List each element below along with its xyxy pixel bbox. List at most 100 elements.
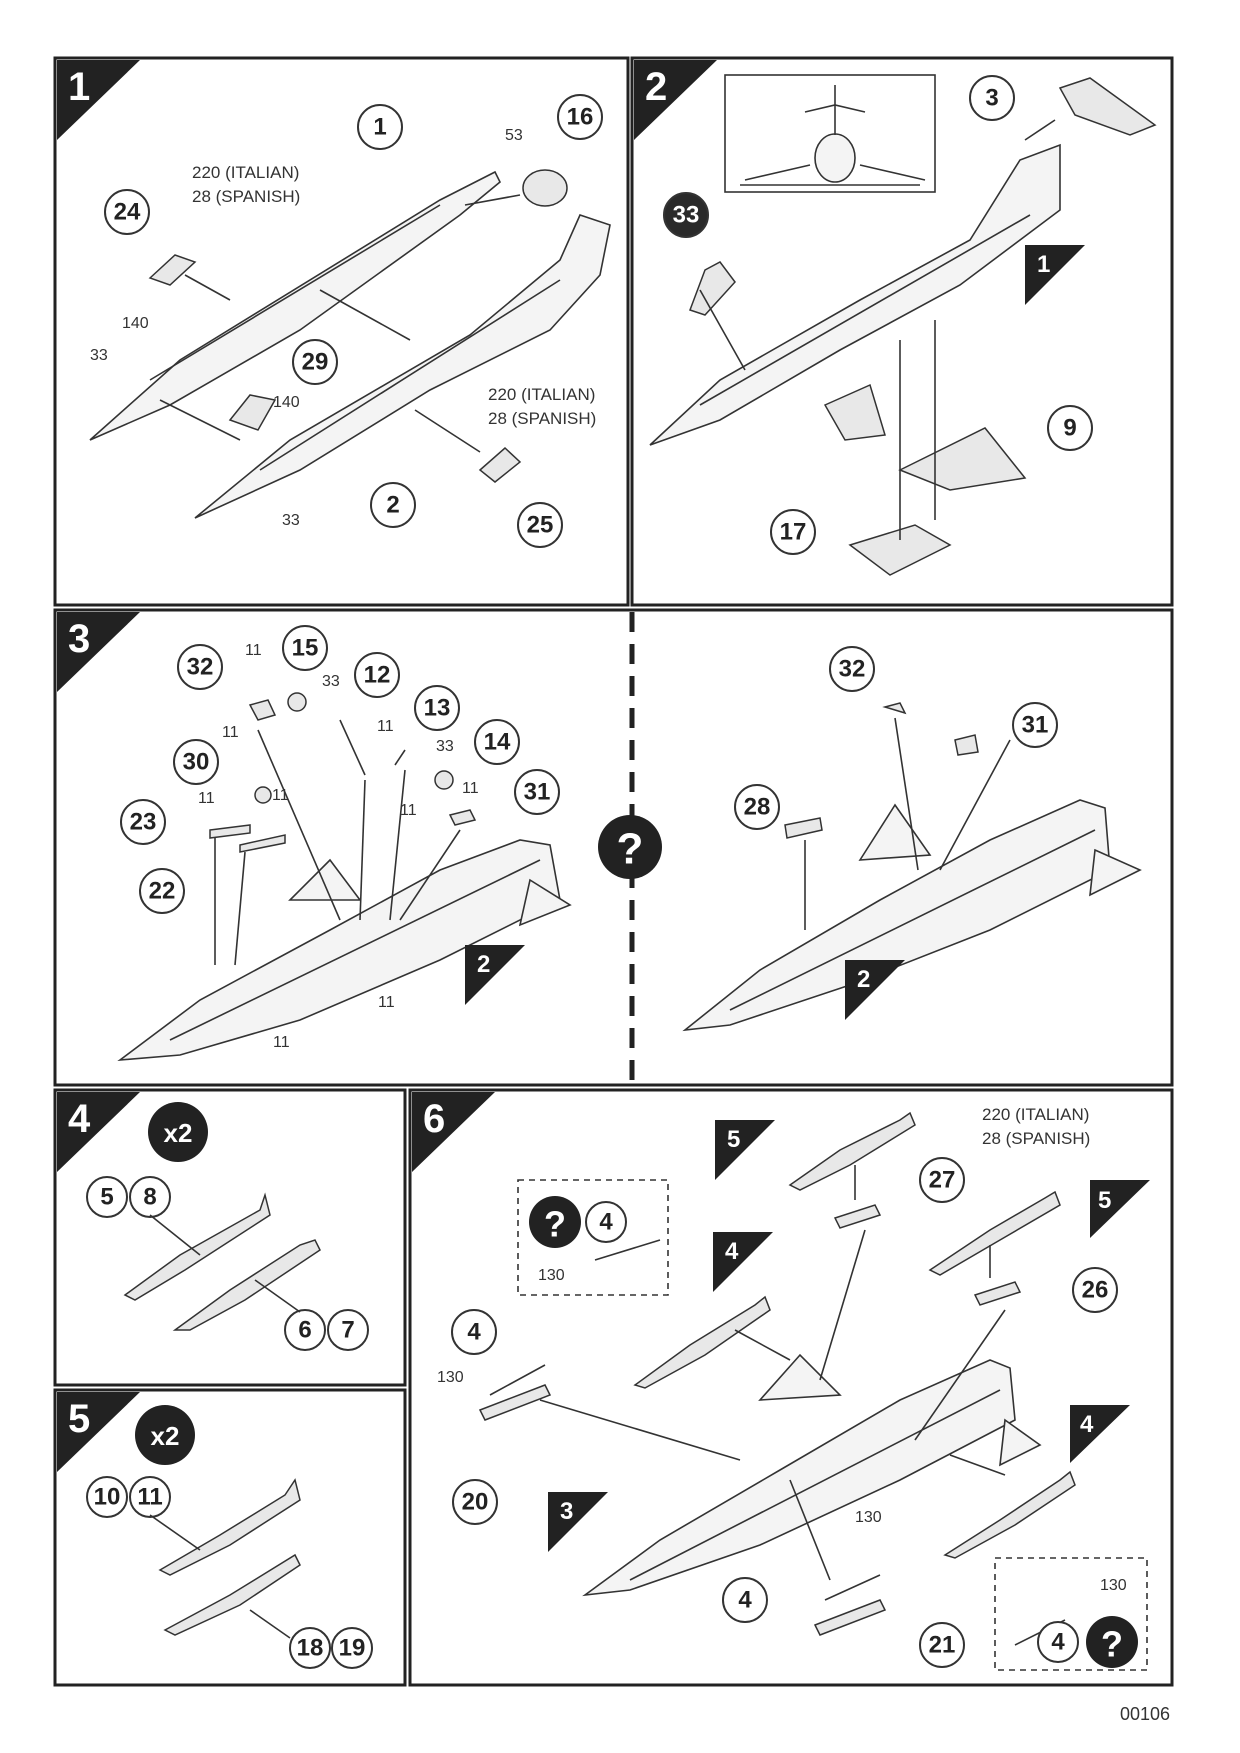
part-callout: 5 (86, 1176, 128, 1218)
part-callout: 18 (289, 1627, 331, 1669)
step-ref-marker: 4 (713, 1232, 773, 1292)
step5-multiplier-badge: x2 (135, 1405, 195, 1465)
step-ref-marker: 4 (1070, 1405, 1130, 1463)
part-number: 29 (302, 349, 329, 376)
step6-arrows (539, 1165, 1006, 1581)
step6-tanks (633, 1111, 1076, 1559)
part-callout: 24 (104, 189, 150, 235)
step5-number: 5 (68, 1397, 90, 1441)
part-number: 4 (1051, 1629, 1065, 1656)
paint-ref: 11 (462, 780, 479, 797)
ref-number: 5 (727, 1126, 740, 1153)
step4-multiplier-badge: x2 (148, 1102, 208, 1162)
step1-part-25-intake (478, 446, 522, 483)
part-number: 33 (673, 202, 700, 229)
step1-part-24 (148, 254, 197, 286)
part-number: 27 (929, 1167, 956, 1194)
paint-ref: 33 (322, 673, 340, 690)
part-callout: 7 (327, 1309, 369, 1351)
paint-ref: 11 (198, 790, 215, 807)
part-number: 23 (130, 809, 157, 836)
step4-number: 4 (68, 1097, 91, 1141)
paint-ref: 140 (122, 315, 149, 332)
paint-ref: 11 (245, 642, 262, 659)
ref-number: 2 (857, 966, 870, 993)
step2-aircraft (649, 143, 1061, 446)
step4-pylon (123, 1192, 271, 1301)
step6-pylons (478, 1204, 1022, 1636)
step6-number: 6 (423, 1097, 445, 1141)
part-number: 4 (599, 1209, 613, 1236)
part-number: 9 (1063, 415, 1076, 442)
part-callout: 4 (1037, 1621, 1079, 1663)
paint-note: 28 (SPANISH) (192, 187, 300, 206)
paint-ref: 130 (437, 1369, 464, 1386)
part-callout: 4 (451, 1309, 497, 1355)
step2-part-3-tailplane (1058, 77, 1157, 136)
step3-number: 3 (68, 617, 90, 661)
paint-note: 28 (SPANISH) (982, 1129, 1090, 1148)
part-callout: 11 (129, 1476, 171, 1518)
paint-ref: 11 (378, 994, 395, 1011)
part-number: 13 (424, 695, 451, 722)
part-number: 32 (839, 656, 866, 683)
part-number: 15 (292, 635, 319, 662)
part-callout: 22 (139, 868, 185, 914)
ref-number: 2 (477, 951, 490, 978)
paint-ref: 33 (90, 347, 108, 364)
step3b-small-parts (784, 702, 979, 839)
part-number: 32 (187, 654, 214, 681)
option-question-icon: ? (598, 815, 662, 879)
part-number: 10 (94, 1484, 121, 1511)
question-mark: ? (1101, 1624, 1123, 1665)
part-number: 4 (738, 1587, 752, 1614)
part-callout: 23 (120, 799, 166, 845)
part-callout: 26 (1072, 1267, 1118, 1313)
step1-number: 1 (68, 65, 90, 109)
step3-tab: 3 (57, 612, 140, 692)
ref-number: 4 (1080, 1411, 1094, 1438)
question-mark: ? (617, 825, 644, 874)
step2-number: 2 (645, 65, 667, 109)
part-callout: 28 (734, 784, 780, 830)
step-ref-marker: 1 (1025, 245, 1085, 305)
part-callout: 19 (331, 1627, 373, 1669)
step2-part-17 (848, 524, 952, 576)
part-callout: 12 (354, 652, 400, 698)
part-callout: 10 (86, 1476, 128, 1518)
step3-arrows (214, 729, 461, 966)
part-number: 19 (339, 1635, 366, 1662)
part-callout: 14 (474, 719, 520, 765)
part-number: 4 (467, 1319, 481, 1346)
part-callout: 8 (129, 1176, 171, 1218)
step5-missile (158, 1478, 301, 1576)
step2-tab: 2 (634, 60, 717, 140)
step-ref-marker: 2 (465, 945, 525, 1005)
step4-tab: 4 (57, 1092, 140, 1172)
part-callout: 29 (292, 339, 338, 385)
part-callout: 31 (1012, 702, 1058, 748)
part-callout: 13 (414, 685, 460, 731)
paint-ref: 33 (436, 738, 454, 755)
step1-part-29-seat (228, 394, 277, 431)
step6-tab: 6 (412, 1092, 495, 1172)
part-callout: 4 (722, 1577, 768, 1623)
part-number: 8 (143, 1184, 156, 1211)
ref-number: 3 (560, 1498, 573, 1525)
part-number: 3 (985, 85, 998, 112)
part-number: 14 (484, 729, 511, 756)
part-number: 28 (744, 794, 771, 821)
step3b-aircraft (682, 799, 1142, 1032)
paint-note: 220 (ITALIAN) (982, 1105, 1089, 1124)
part-number: 17 (780, 519, 807, 546)
part-number: 5 (100, 1184, 113, 1211)
part-number: 24 (114, 199, 141, 226)
step-ref-marker: 2 (845, 960, 905, 1020)
ref-number: 1 (1037, 251, 1050, 278)
paint-ref: 130 (538, 1267, 565, 1284)
part-number: 7 (341, 1317, 354, 1344)
paint-note: 220 (ITALIAN) (488, 385, 595, 404)
part-number: 22 (149, 878, 176, 905)
part-number: 12 (364, 662, 391, 689)
paint-ref: 11 (377, 718, 394, 735)
